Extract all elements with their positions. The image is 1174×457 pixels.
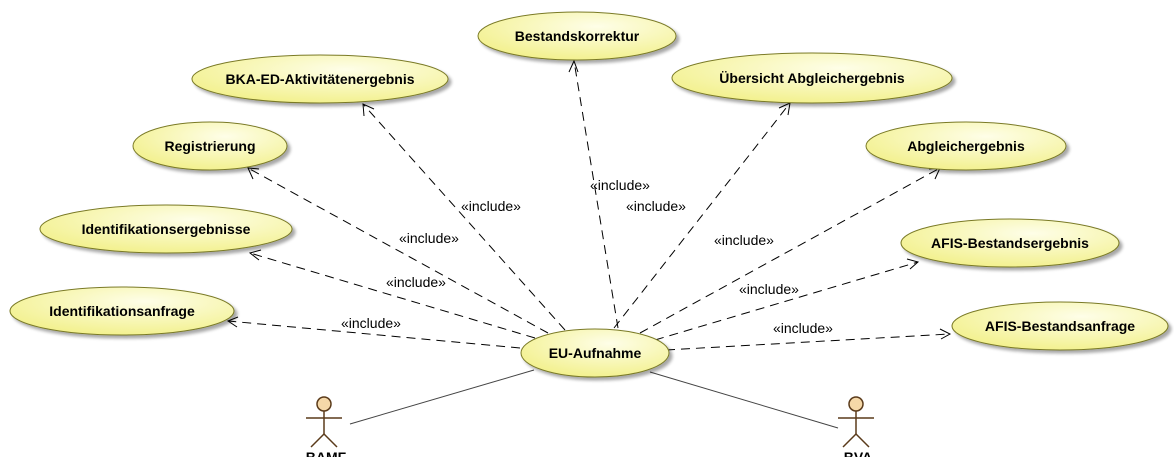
include-label: «include» [341,315,401,331]
use-case-afis-bestandsergebnis[interactable]: AFIS-Bestandsergebnis [900,218,1120,268]
include-label: «include» [714,232,774,248]
use-case-bestandskorrektur[interactable]: Bestandskorrektur [477,11,677,61]
use-cases: Bestandskorrektur BKA-ED-Aktivitätenerge… [9,11,1169,378]
include-relation-identifikationsanfrage [226,316,521,349]
central-use-case-label: EU-Aufnahme [549,345,642,361]
include-relations [226,59,952,351]
use-case-label: AFIS-Bestandsergebnis [931,235,1089,251]
include-relation-bka-ed [362,103,566,331]
use-case-registrierung[interactable]: Registrierung [132,121,288,171]
use-case-label: AFIS-Bestandsanfrage [985,318,1135,334]
association-bamf [349,369,535,425]
use-case-label: Identifikationsergebnisse [82,221,251,237]
association-bva [649,371,839,429]
actor-icon [838,396,874,448]
include-label: «include» [461,198,521,214]
include-relation-abgleichergebnis [639,167,941,334]
use-case-uebersicht-abgleichergebnis[interactable]: Übersicht Abgleichergebnis [671,52,953,104]
actor-label: BVA [844,449,873,457]
use-case-eu-aufnahme[interactable]: EU-Aufnahme [520,328,670,378]
actor-icon [306,396,342,448]
use-case-label: BKA-ED-Aktivitätenergebnis [225,71,414,87]
use-case-label: Registrierung [164,138,255,154]
include-relation-identifikationsergebnisse [248,249,536,339]
use-case-bka-ed-aktivitaetenergebnis[interactable]: BKA-ED-Aktivitätenergebnis [191,54,449,104]
use-case-identifikationsergebnisse[interactable]: Identifikationsergebnisse [39,204,293,254]
include-label: «include» [773,320,833,336]
include-relation-registrierung [247,167,549,334]
include-label: «include» [386,274,446,290]
include-labels: «include» «include» «include» «include» … [341,177,833,336]
include-label: «include» [626,198,686,214]
actor-bva[interactable]: BVA [838,396,874,457]
include-relation-bestandskorrektur [568,59,619,329]
use-case-label: Übersicht Abgleichergebnis [719,70,905,86]
include-relation-afis-bestandsanfrage [665,328,952,351]
use-case-label: Identifikationsanfrage [49,303,195,319]
actor-bamf[interactable]: BAMF [306,396,347,457]
include-label: «include» [399,230,459,246]
use-case-identifikationsanfrage[interactable]: Identifikationsanfrage [9,286,235,336]
include-relation-afis-bestandsergebnis [654,258,920,341]
actor-associations [349,369,839,429]
include-label: «include» [739,281,799,297]
use-case-label: Abgleichergebnis [907,138,1025,154]
include-label: «include» [590,177,650,193]
use-case-label: Bestandskorrektur [515,28,640,44]
use-case-abgleichergebnis[interactable]: Abgleichergebnis [865,121,1067,171]
actor-label: BAMF [306,449,347,457]
use-case-afis-bestandsanfrage[interactable]: AFIS-Bestandsanfrage [951,301,1169,351]
